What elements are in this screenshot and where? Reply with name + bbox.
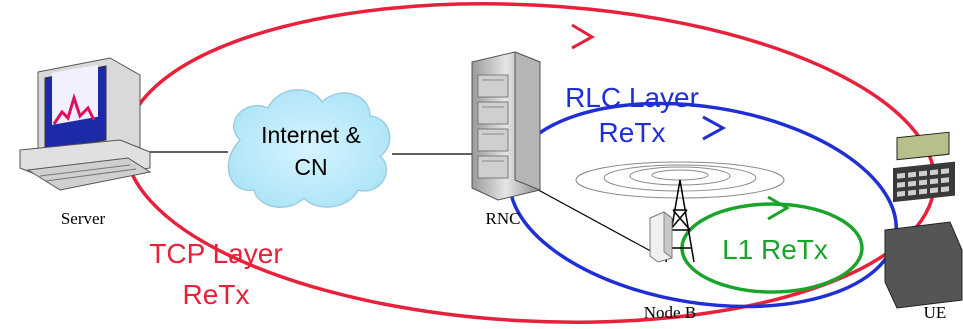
- server-computer-icon: [19, 57, 152, 191]
- cloud-label-line2: CN: [294, 154, 327, 180]
- rlc-loop: [508, 101, 898, 309]
- l1-loop-arrow: [767, 195, 790, 221]
- rlc-loop-label-line1: RLC Layer: [565, 82, 699, 113]
- rnc-label: RNC: [486, 209, 521, 228]
- node-b-cabinet-icon: [649, 211, 673, 263]
- l1-loop-label: L1 ReTx: [722, 234, 828, 265]
- tcp-loop-label-line2: ReTx: [183, 279, 250, 310]
- cloud-label-line1: Internet &: [261, 122, 361, 148]
- rlc-loop-label-line2: ReTx: [599, 117, 666, 148]
- rlc-loop-arrow: [702, 115, 727, 141]
- ue-label: UE: [924, 303, 947, 322]
- tcp-loop-label-line1: TCP Layer: [149, 238, 282, 269]
- rnc-to-nodeb-link: [519, 179, 659, 256]
- server-label: Server: [61, 209, 106, 228]
- internet-cloud: Internet & CN: [227, 89, 391, 208]
- ue-device-icon: [884, 131, 963, 309]
- rnc-rack-icon: [471, 51, 541, 201]
- tcp-loop-arrow: [571, 23, 596, 50]
- node-b-label: Node B: [644, 303, 696, 322]
